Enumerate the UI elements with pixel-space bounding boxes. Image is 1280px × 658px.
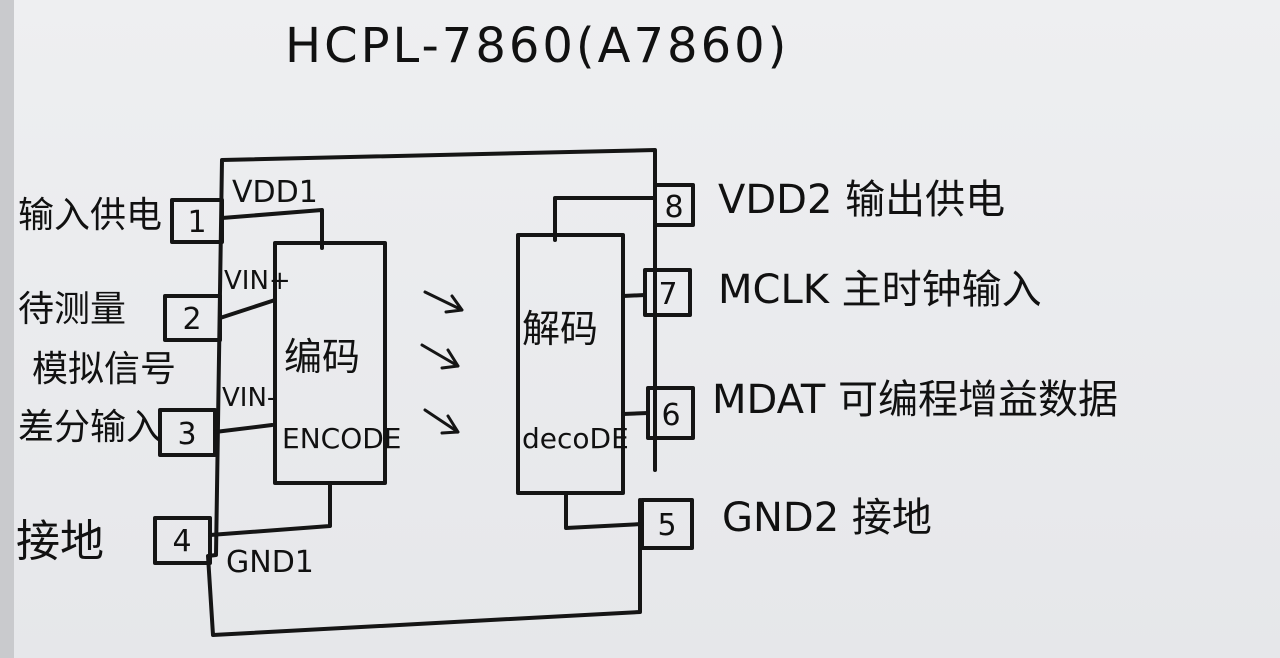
wire-gnd2 [564, 491, 644, 530]
wire-vdd1 [220, 208, 324, 250]
pin4-name: GND1 [226, 545, 314, 580]
wire-mdat [621, 411, 650, 416]
pin1-number: 1 [187, 205, 207, 240]
wire-mclk [621, 293, 647, 298]
pin3-number: 3 [177, 417, 197, 452]
pin5-desc: GND2 接地 [722, 495, 932, 541]
pin1-desc: 输入供电 [18, 195, 163, 236]
wire-gnd1 [208, 481, 332, 537]
pin6-desc: MDAT 可编程增益数据 [712, 377, 1119, 423]
pin2-desc: 待测量 [18, 289, 127, 330]
pin8-desc: VDD2 输出供电 [718, 177, 1006, 223]
pin3-name: VIN- [222, 383, 277, 413]
photo-edge [0, 0, 14, 658]
wire-vin-plus [218, 298, 277, 320]
pin5-number: 5 [657, 508, 677, 543]
decoder-label-cn: 解码 [522, 307, 599, 351]
decoder-label-en: decoDE [522, 422, 629, 455]
pin4-desc: 接地 [16, 516, 104, 567]
encoder-label-cn: 编码 [284, 335, 361, 379]
pin6-number: 6 [661, 398, 681, 433]
decoder-block [516, 233, 625, 495]
pin7-box [643, 268, 692, 317]
pin2-number: 2 [182, 302, 202, 337]
pin7-desc: MCLK 主时钟输入 [718, 267, 1042, 313]
wire-vin-minus [213, 423, 274, 434]
pin8-box [653, 183, 695, 227]
diagram-title: HCPL-7860(A7860) [285, 18, 790, 74]
pin8-number: 8 [664, 190, 684, 225]
package-outline [206, 148, 657, 637]
wire-vdd2 [553, 196, 657, 242]
pin2-name: VIN+ [224, 266, 291, 296]
pin4-number: 4 [172, 524, 192, 559]
pin3-desc: 差分输入 [18, 407, 163, 448]
analog-signal-label: 模拟信号 [32, 349, 177, 390]
encoder-label-en: ENCODE [282, 422, 402, 455]
pin4-box [153, 516, 212, 565]
pin1-box [170, 198, 224, 244]
pin7-number: 7 [658, 277, 678, 312]
signal-arrows [420, 290, 464, 435]
pin1-name: VDD1 [232, 175, 318, 210]
